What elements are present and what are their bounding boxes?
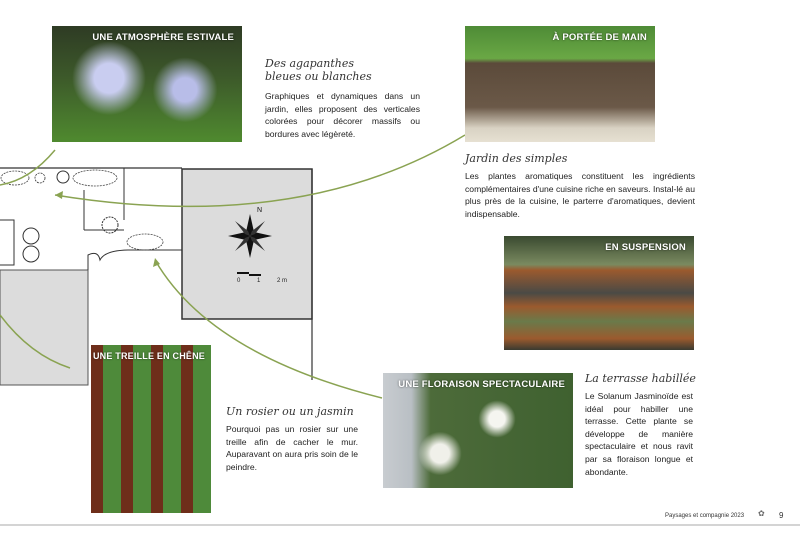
scale-label-1: 1 (256, 278, 261, 284)
title-line-2: bleues ou blanches (265, 70, 372, 83)
photo-caption: UNE FLORAISON SPECTACULAIRE (398, 379, 565, 390)
terrasse-body: Le Solanum Jasminoïde est idéal pour hab… (585, 391, 693, 477)
rosier-title: Un rosier ou un jasmin (226, 405, 354, 418)
photo-suspension: EN SUSPENSION (504, 236, 694, 350)
scale-bar-labels: 0 1 2 m (237, 278, 287, 284)
photo-bordure: À PORTÉE DE MAIN (465, 26, 655, 142)
agapanthes-title: Des agapanthes bleues ou blanches (265, 57, 372, 83)
photo-caption: EN SUSPENSION (605, 242, 686, 253)
photo-caption: UNE ATMOSPHÈRE ESTIVALE (92, 32, 234, 43)
svg-text:N: N (257, 207, 262, 214)
scale-label-0: 0 (237, 278, 241, 284)
agapanthes-body: Graphiques et dynamiques dans un jardin,… (265, 91, 420, 139)
photo-caption: À PORTÉE DE MAIN (552, 32, 647, 43)
photo-agapanthe: UNE ATMOSPHÈRE ESTIVALE (52, 26, 242, 142)
photo-floraison: UNE FLORAISON SPECTACULAIRE (383, 373, 573, 488)
scale-label-2: 2 m (276, 278, 287, 284)
terrasse-title: La terrasse habillée (585, 372, 696, 385)
simples-body: Les plantes aromatiques constituent les … (465, 171, 695, 219)
compass-rose-icon (228, 214, 272, 258)
title-line-1: Des agapanthes (265, 57, 354, 70)
footer-publication: Paysages et compagnie 2023 (665, 513, 745, 519)
simples-title: Jardin des simples (465, 152, 568, 165)
page-number: 9 (779, 511, 784, 520)
photo-caption: UNE TREILLE EN CHÊNE (92, 351, 205, 361)
photo-treille: UNE TREILLE EN CHÊNE (91, 345, 211, 513)
footer-logo-icon: ✿ (758, 509, 765, 518)
rosier-body: Pourquoi pas un rosier sur une treille a… (226, 424, 358, 472)
